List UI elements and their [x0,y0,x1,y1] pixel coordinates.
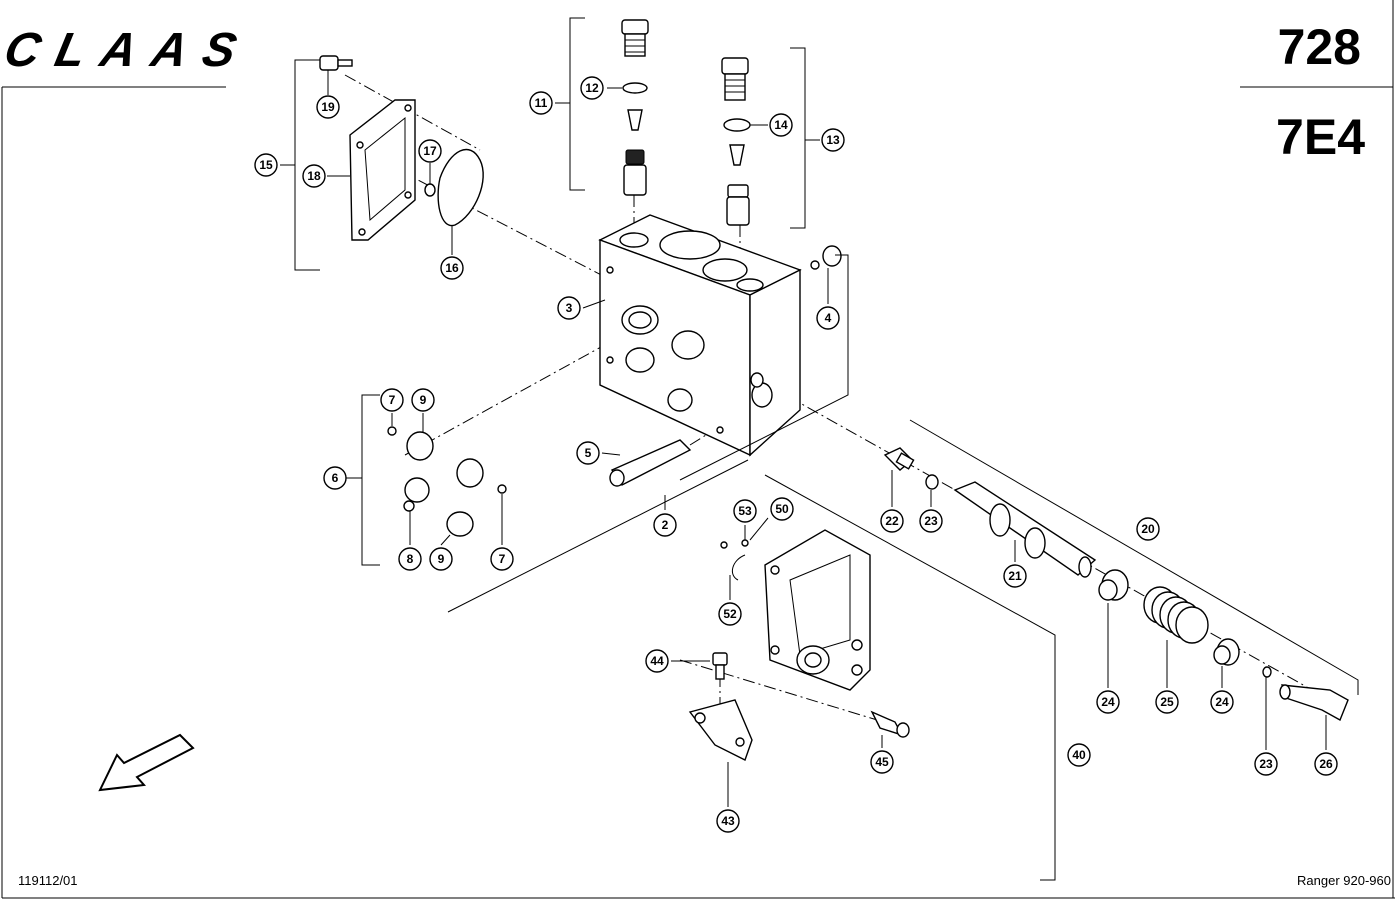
callout-2[interactable]: 2 [653,513,677,537]
callout-9-bottom[interactable]: 9 [429,547,453,571]
valve-body [598,214,802,457]
callout-12[interactable]: 12 [580,76,604,100]
svg-text:7: 7 [389,393,396,407]
svg-text:7: 7 [499,552,506,566]
callout-45[interactable]: 45 [870,750,894,774]
callout-21[interactable]: 21 [1003,564,1027,588]
svg-text:25: 25 [1160,695,1174,709]
callout-13[interactable]: 13 [821,128,845,152]
callout-18[interactable]: 18 [302,164,326,188]
model-name: Ranger 920-960 [1297,873,1391,888]
callout-11[interactable]: 11 [529,91,553,115]
callout-6[interactable]: 6 [323,466,347,490]
svg-text:17: 17 [423,144,437,158]
svg-text:13: 13 [826,133,840,147]
svg-text:52: 52 [723,607,737,621]
callout-50[interactable]: 50 [770,497,794,521]
svg-text:18: 18 [307,169,321,183]
seal-kit [387,426,507,537]
spool-assembly [883,447,1349,721]
leader-lines [327,70,1327,807]
svg-text:45: 45 [875,755,889,769]
svg-text:16: 16 [445,261,459,275]
pin [609,439,692,487]
svg-text:8: 8 [407,552,414,566]
svg-text:15: 15 [259,158,273,172]
relief-valve-cartridge-left [621,19,649,196]
drawing-number: 119112/01 [18,873,78,888]
svg-text:9: 9 [420,393,427,407]
svg-text:14: 14 [774,118,788,132]
page-number: 728 [1277,19,1361,75]
callout-26[interactable]: 26 [1314,752,1338,776]
svg-text:11: 11 [535,96,548,110]
svg-text:40: 40 [1072,748,1086,762]
callout-25[interactable]: 25 [1155,690,1179,714]
svg-text:26: 26 [1319,757,1333,771]
group-code: 7E4 [1276,109,1365,165]
callout-14[interactable]: 14 [769,113,793,137]
plug [810,245,842,270]
callout-52[interactable]: 52 [718,602,742,626]
callout-4[interactable]: 4 [816,306,840,330]
svg-text:2: 2 [662,518,669,532]
svg-text:23: 23 [924,514,938,528]
svg-text:12: 12 [585,81,599,95]
callout-8[interactable]: 8 [398,547,422,571]
callout-40[interactable]: 40 [1067,743,1091,767]
callout-7-top[interactable]: 7 [380,388,404,412]
callout-3[interactable]: 3 [557,296,581,320]
svg-text:4: 4 [825,311,832,325]
svg-text:20: 20 [1141,522,1155,536]
svg-text:5: 5 [585,446,592,460]
svg-text:44: 44 [650,654,664,668]
svg-text:22: 22 [885,514,899,528]
callout-20[interactable]: 20 [1136,517,1160,541]
detent-bracket [688,529,910,761]
callout-24-left[interactable]: 24 [1096,690,1120,714]
callout-24-right[interactable]: 24 [1210,690,1234,714]
callout-16[interactable]: 16 [440,256,464,280]
callout-23-right[interactable]: 23 [1254,752,1278,776]
svg-text:24: 24 [1101,695,1115,709]
callout-17[interactable]: 17 [418,139,442,163]
claas-logo: CLAAS [0,23,241,76]
callout-9-top[interactable]: 9 [411,388,435,412]
svg-text:21: 21 [1008,569,1022,583]
callout-7-bottom[interactable]: 7 [490,547,514,571]
direction-arrow-icon [98,733,195,792]
callout-44[interactable]: 44 [645,649,669,673]
group-brackets [280,17,1359,881]
svg-text:53: 53 [738,504,752,518]
callout-22[interactable]: 22 [880,509,904,533]
svg-text:6: 6 [332,471,339,485]
svg-text:50: 50 [775,502,789,516]
callout-43[interactable]: 43 [716,809,740,833]
callout-19[interactable]: 19 [316,95,340,119]
svg-text:24: 24 [1215,695,1229,709]
callout-5[interactable]: 5 [576,441,600,465]
svg-text:9: 9 [438,552,445,566]
brand-logo-text: CLAAS [0,23,241,76]
svg-text:19: 19 [321,100,335,114]
svg-text:3: 3 [566,301,573,315]
svg-text:23: 23 [1259,757,1273,771]
callout-15[interactable]: 15 [254,153,278,177]
cover-plate [319,55,484,241]
svg-text:43: 43 [721,814,735,828]
relief-valve-cartridge-right [721,57,751,226]
spring [1143,586,1209,644]
callout-53[interactable]: 53 [733,499,757,523]
callout-23-left[interactable]: 23 [919,509,943,533]
